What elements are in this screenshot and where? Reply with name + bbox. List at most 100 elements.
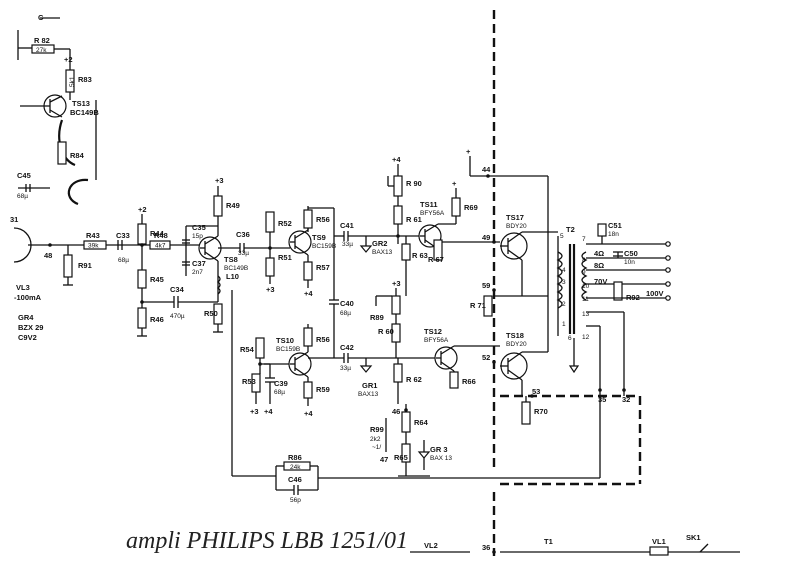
feedback-network: R86 24k C46 56p xyxy=(231,290,601,504)
value-c45: 68µ xyxy=(17,193,28,200)
label-coil: L10 xyxy=(226,272,239,281)
driver-stage: +4 R 90 R 61 R 63 GR2 BAX13 TS11 BFY56A … xyxy=(358,155,500,477)
label-c51: C51 xyxy=(608,221,622,230)
label-c42: C42 xyxy=(340,343,354,352)
label-ts18: TS18 xyxy=(506,331,524,340)
label-r64: R64 xyxy=(414,418,429,427)
tap-10: 10 xyxy=(582,283,590,290)
node-35: 35 xyxy=(598,395,606,404)
label-t1: T1 xyxy=(544,537,553,546)
resistor-r70 xyxy=(521,401,531,425)
label-r59: R59 xyxy=(316,385,330,394)
value-c39: 68µ xyxy=(274,389,285,396)
label-ts10: TS10 xyxy=(276,336,294,345)
label-c35: C35 xyxy=(192,223,206,232)
label-r90: R 90 xyxy=(406,179,422,188)
resistor-r61 xyxy=(393,205,403,225)
resistor-r64 xyxy=(401,411,411,433)
resistor-r52 xyxy=(265,211,275,233)
resistor-r92 xyxy=(613,281,623,301)
tap-6: 6 xyxy=(568,335,572,342)
resistor-r54 xyxy=(255,337,265,359)
resistor-r90 xyxy=(393,175,403,197)
label-c46: C46 xyxy=(288,475,302,484)
value-c34: 470µ xyxy=(170,313,185,320)
supply-ts13: +2 xyxy=(64,55,73,64)
supply-r53: +3 xyxy=(250,407,259,416)
diode-gr2 xyxy=(359,245,373,253)
label-gr4: GR4 xyxy=(18,313,34,322)
label-r43: R43 xyxy=(86,231,100,240)
label-c39: C39 xyxy=(274,379,288,388)
label-c36: C36 xyxy=(236,230,250,239)
value-r82: 27k xyxy=(36,47,47,54)
label-c41: C41 xyxy=(340,221,354,230)
tap-11: 11 xyxy=(582,296,589,303)
supply-r90: +4 xyxy=(392,155,401,164)
label-top-c: C xyxy=(38,13,44,22)
supply-r89: +3 xyxy=(392,279,401,288)
resistor-r49 xyxy=(213,195,223,217)
label-r71: R 71 xyxy=(470,301,486,310)
resistor-r65 xyxy=(401,443,411,463)
value-c36: 33µ xyxy=(238,250,249,257)
label-gr2: GR2 xyxy=(372,239,387,248)
value-c42: 33µ xyxy=(340,365,351,372)
label-r60: R 60 xyxy=(378,327,394,336)
label-r84: R84 xyxy=(70,151,85,160)
label-r65: R65 xyxy=(394,453,408,462)
output-terminal-70v xyxy=(665,281,671,287)
type-gr4: BZX 29 xyxy=(18,323,43,332)
label-r61: R 61 xyxy=(406,215,422,224)
supply-r51: +3 xyxy=(266,285,275,294)
value-c40: 68µ xyxy=(340,310,351,317)
node-46: 46 xyxy=(392,407,400,416)
resistor-r84 xyxy=(57,141,67,165)
label-r51: R51 xyxy=(278,253,292,262)
supply-r59: +4 xyxy=(304,409,313,418)
type-gr3: BAX 13 xyxy=(430,455,452,462)
resistor-r62 xyxy=(393,363,403,383)
label-c40: C40 xyxy=(340,299,354,308)
board-boundaries xyxy=(492,10,642,556)
label-r49: R49 xyxy=(226,201,240,210)
supply-r57: +4 xyxy=(304,289,313,298)
resistor-r44 xyxy=(137,223,147,245)
label-out-100v: 100V xyxy=(646,289,664,298)
tap-13: 13 xyxy=(582,311,590,318)
value-c35: 15p xyxy=(192,233,203,240)
supply-r44: +2 xyxy=(138,205,147,214)
label-r50: R50 xyxy=(204,309,218,318)
label-r57: R57 xyxy=(316,263,330,272)
value-r99: 2k2 xyxy=(370,436,381,443)
label-r62: R 62 xyxy=(406,375,422,384)
node-32: 32 xyxy=(622,395,630,404)
resistor-r56b xyxy=(303,327,313,347)
resistor-r63 xyxy=(401,243,411,261)
label-ts9: TS9 xyxy=(312,233,326,242)
tap-4: 4 xyxy=(562,267,566,274)
label-r67: R 67 xyxy=(428,255,444,264)
label-vl1: VL1 xyxy=(652,537,666,546)
label-ts11: TS11 xyxy=(420,200,438,209)
output-terminal-com xyxy=(665,241,671,247)
supply-out: + xyxy=(466,147,471,156)
label-vl3-rating: -100mA xyxy=(14,293,42,302)
type-ts8: BC149B xyxy=(224,265,248,272)
label-r69: R69 xyxy=(464,203,478,212)
ts9-stage: R52 R51 +3 TS9 BC159B R56 R57 +4 C41 33µ xyxy=(265,206,420,358)
label-r52: R52 xyxy=(278,219,292,228)
resistor-r89 xyxy=(391,295,401,315)
label-r83: R83 xyxy=(78,75,92,84)
label-r44: R44 xyxy=(150,229,165,238)
tap-8: 8 xyxy=(582,257,586,264)
supply-r69: + xyxy=(452,179,457,188)
ts8-stage: +2 R44 R45 R46 C34 470µ R48 4k7 C35 15p … xyxy=(130,176,290,337)
label-gr3: GR 3 xyxy=(430,445,448,454)
tap-5: 5 xyxy=(560,233,564,240)
node-36: 36 xyxy=(482,543,490,552)
label-ts12: TS12 xyxy=(424,327,442,336)
tap-2: 2 xyxy=(562,301,566,308)
label-ts8: TS8 xyxy=(224,255,238,264)
resistor-r48 xyxy=(149,240,171,250)
